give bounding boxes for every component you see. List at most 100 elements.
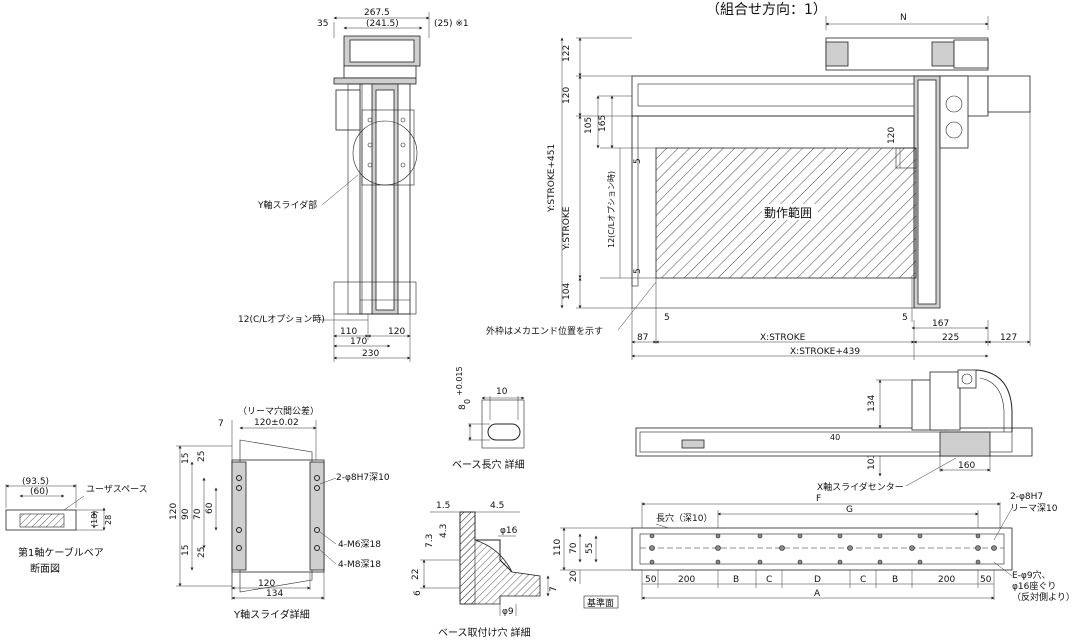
dim-170: 170 [350, 337, 367, 347]
dim-5-left: 5 [664, 313, 670, 323]
base-dim-a: A [814, 589, 821, 599]
dim-122: 122 [562, 45, 572, 62]
dim-120: 120 [388, 327, 405, 337]
phi16-counter-label: φ16座ぐり [1012, 580, 1056, 592]
md-phi9: φ9 [502, 607, 514, 617]
base-dim-g: G [846, 505, 853, 515]
yd-dim-120-tol: 120±0.02 [254, 418, 299, 428]
base-mount-detail: 1.5 4.5 φ16 7.3 4.3 22 6 7 φ9 ベース取付け穴 詳細 [411, 501, 559, 639]
base-mount-detail-title: ベース取付け穴 詳細 [438, 626, 531, 639]
y-stroke-label: Y:STROKE [562, 206, 572, 251]
dim-35: 35 [317, 19, 328, 29]
top-view: N 動作範囲 122 120 Y:STROKE 104 [486, 13, 1031, 360]
cl-option-vertical-label: 12(C/Lオプション時) [607, 171, 616, 248]
cable-bear-section: (93.5) (60) ユーザスペース (18) 28 第1軸ケーブルベア 断面… [5, 477, 148, 575]
cable-bear-subtitle: 断面図 [30, 562, 60, 575]
base-slot-detail: 10 8 +0.015 0 ベース長穴 詳細 [452, 366, 525, 471]
dim-n: N [900, 13, 907, 23]
reamer-depth-label: リーマ深10 [1010, 503, 1058, 514]
base-dim-20: 20 [569, 570, 579, 582]
yd-dim-25-top: 25 [197, 451, 207, 462]
slot-dim-10: 10 [496, 387, 508, 397]
dim-165: 165 [598, 115, 608, 132]
cable-dim-93-5: (93.5) [22, 477, 49, 487]
y-slider-part-label: Y軸スライダ部 [257, 199, 317, 211]
base-holes [649, 533, 997, 565]
dim-230: 230 [362, 349, 379, 359]
slot-tol-plus: +0.015 [455, 366, 464, 396]
yd-dim-60: 60 [205, 502, 215, 514]
md-dim-22: 22 [411, 569, 421, 580]
yd-dim-7: 7 [218, 419, 224, 429]
base-dim-70: 70 [569, 542, 579, 554]
cable-dim-18: (18) [90, 511, 99, 527]
md-dim-4-3: 4.3 [439, 524, 449, 538]
side-view: 267.5 (241.5) 35 (25) ※1 Y軸スライダ部 12(C/Lオ… [238, 8, 469, 362]
dim-25-note: (25) ※1 [434, 19, 469, 29]
dim-103: 103 [867, 453, 877, 470]
yd-dim-120-h: 120 [258, 579, 275, 589]
pin-8h7-depth10-label: 2-φ8H7深10 [336, 472, 390, 483]
dim-225: 225 [942, 333, 959, 343]
md-dim-1-5: 1.5 [436, 501, 450, 511]
base-dim-55: 55 [585, 543, 595, 554]
m6-depth18-label: 4-M6深18 [338, 539, 381, 550]
cl-option-label: 12(C/Lオプション時) [238, 314, 325, 325]
md-dim-7-3: 7.3 [425, 534, 435, 548]
operating-range-label: 動作範囲 [764, 205, 812, 220]
md-dim-4-5: 4.5 [490, 501, 504, 511]
base-slot-detail-title: ベース長穴 詳細 [452, 458, 525, 471]
seg-3: C [766, 575, 772, 585]
long-hole-label: 長穴（深10） [656, 512, 712, 524]
yd-dim-134-h: 134 [266, 589, 283, 599]
y-slider-detail: （リーマ穴間公差） 7 120±0.02 120 90 70 60 15 25 … [169, 405, 390, 621]
seg-1: 200 [678, 575, 695, 585]
yd-dim-15-bottom: 15 [181, 545, 191, 556]
dim-104: 104 [562, 283, 572, 300]
base-surface-label: 基準面 [587, 597, 614, 609]
yd-dim-15-top: 15 [181, 453, 191, 464]
seg-5: C [860, 575, 866, 585]
yd-dim-25-bottom: 25 [197, 547, 207, 558]
yd-dim-120-v: 120 [169, 503, 179, 520]
md-dim-7: 7 [549, 586, 559, 592]
md-dim-6: 6 [413, 590, 423, 596]
user-space-label: ユーザスペース [86, 484, 148, 495]
reamer-pitch-tol-label: （リーマ穴間公差） [238, 405, 319, 417]
dim-120-right: 120 [887, 127, 897, 144]
seg-6: B [892, 575, 898, 585]
x-stroke-439-label: X:STROKE+439 [790, 347, 860, 357]
dim-267-5: 267.5 [364, 8, 390, 18]
slot-tol-zero: 0 [463, 399, 472, 404]
dim-127: 127 [1000, 333, 1017, 343]
dim-134: 134 [867, 395, 877, 412]
base-dim-f: F [816, 494, 821, 504]
seg-0: 50 [645, 575, 657, 585]
dim-167: 167 [932, 319, 949, 329]
pin-8h7-label: 2-φ8H7 [1010, 492, 1043, 502]
dim-5-bottom: 5 [633, 268, 643, 274]
x-slider-view: 134 103 40 160 X軸スライダセンター [635, 369, 1033, 493]
dim-105: 105 [584, 117, 594, 134]
dim-87: 87 [637, 333, 648, 343]
cable-bear-title: 第1軸ケーブルベア [18, 546, 104, 559]
outer-frame-note: 外枠はメカエンド位置を示す [486, 325, 603, 337]
yd-dim-90: 90 [181, 508, 191, 520]
base-dim-110: 110 [553, 539, 563, 556]
yd-dim-70: 70 [193, 508, 203, 520]
y-slider-detail-title: Y軸スライダ詳細 [233, 608, 310, 621]
seg-4: D [814, 575, 821, 585]
dim-110: 110 [340, 327, 357, 337]
m8-depth18-label: 4-M8深18 [338, 559, 381, 570]
base-bottom-view: F G 長穴（深10） 110 70 55 [553, 492, 1075, 609]
x-stroke-label: X:STROKE [760, 333, 806, 343]
y-stroke-451-label: Y:STROKE+451 [547, 144, 557, 213]
cable-dim-28: 28 [104, 515, 113, 525]
dim-5-right: 5 [902, 313, 908, 323]
e-phi9-label: E-φ9穴、 [1012, 569, 1051, 581]
dim-120-left: 120 [562, 87, 572, 104]
seg-2: B [733, 575, 739, 585]
cable-dim-60: (60) [30, 487, 48, 497]
